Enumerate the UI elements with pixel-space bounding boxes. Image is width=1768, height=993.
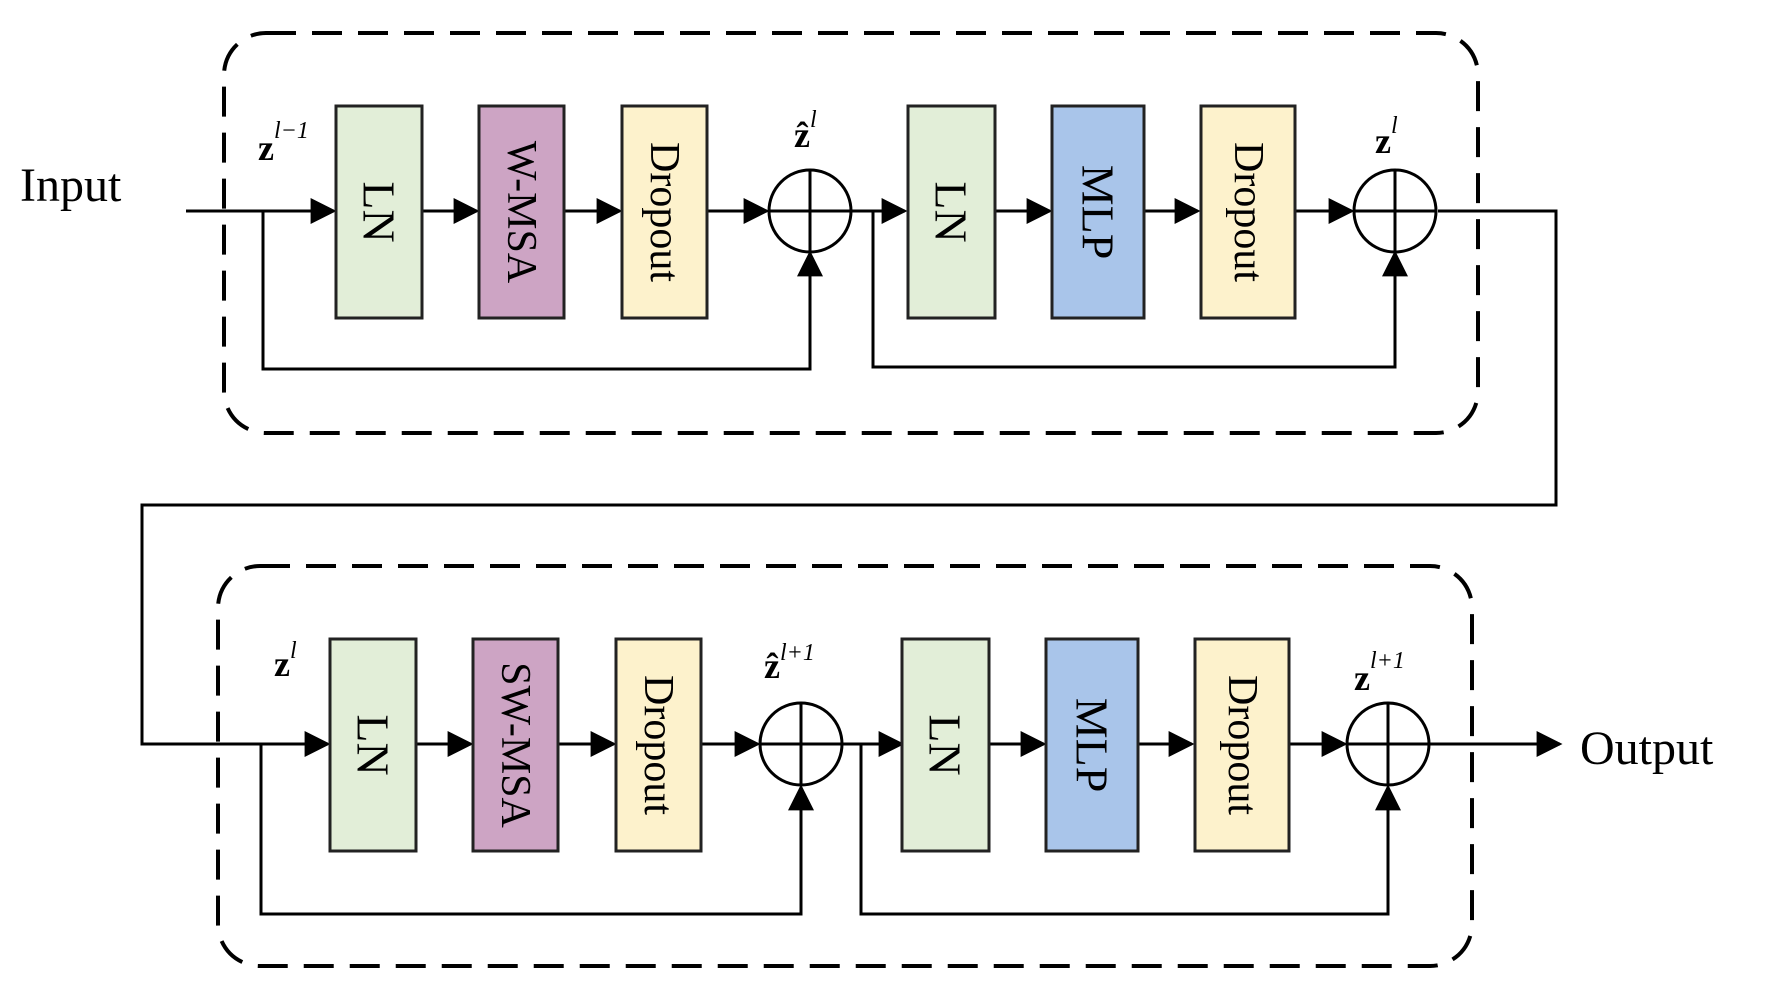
block-2-var-out: zl+1 <box>1354 648 1405 698</box>
block-1-module-ln-1: LN <box>334 104 424 320</box>
var-base: z <box>258 128 274 168</box>
block-1-module-dropout-1: Dropout <box>620 104 709 320</box>
block-2-module-ln-2: LN <box>900 637 991 853</box>
block-1-add-node-2 <box>1352 168 1438 254</box>
output-label: Output <box>1580 722 1714 775</box>
module-box <box>471 637 560 853</box>
module-box <box>614 637 703 853</box>
module-label: Dropout <box>635 675 681 815</box>
var-base: ẑ <box>764 646 780 686</box>
module-box <box>1193 637 1291 853</box>
block-1-outline <box>222 31 1480 435</box>
module-box <box>1199 104 1297 320</box>
var-sup: l <box>1391 113 1398 139</box>
block-2-var-mid: ẑl+1 <box>764 640 815 686</box>
module-box <box>477 104 566 320</box>
module-box <box>620 104 709 320</box>
var-base: z <box>1375 121 1391 161</box>
var-base: ẑ <box>794 115 810 155</box>
block-1-add-node-1 <box>767 168 853 254</box>
module-box <box>1050 104 1146 320</box>
module-box <box>334 104 424 320</box>
var-sup: l <box>290 638 297 664</box>
block-1-var-out: zl <box>1375 113 1398 161</box>
var-base: z <box>274 644 290 684</box>
block-2-module-mlp: MLP <box>1044 637 1140 853</box>
module-box <box>900 637 991 853</box>
module-label: Dropout <box>1225 142 1271 282</box>
module-label: LN <box>920 714 971 775</box>
module-label: LN <box>926 181 977 242</box>
block-2-module-ln-1: LN <box>328 637 418 853</box>
block-2-add-node-1 <box>758 701 844 787</box>
block-1-module-mlp: MLP <box>1050 104 1146 320</box>
block-2-module-dropout-2: Dropout <box>1193 637 1291 853</box>
block-1-wires <box>140 198 1558 746</box>
module-label: MLP <box>1073 165 1124 260</box>
var-sup: l+1 <box>1370 648 1405 674</box>
block-2-add-node-2 <box>1345 701 1431 787</box>
block-2-var-input: zl <box>274 638 297 684</box>
module-label: LN <box>354 181 405 242</box>
block-2-module-dropout-1: Dropout <box>614 637 703 853</box>
block-1-module-w-msa: W-MSA <box>477 104 566 320</box>
block-1-module-ln-2: LN <box>906 104 997 320</box>
module-box <box>328 637 418 853</box>
module-label: W-MSA <box>498 141 544 284</box>
var-sup: l <box>810 107 817 133</box>
module-label: Dropout <box>1219 675 1265 815</box>
block-1-var-mid: ẑl <box>794 107 817 155</box>
var-sup: l−1 <box>274 118 309 144</box>
var-base: z <box>1354 658 1370 698</box>
block-2-module-sw-msa: SW-MSA <box>471 637 560 853</box>
module-label: LN <box>348 714 399 775</box>
input-label: Input <box>20 159 122 212</box>
module-box <box>906 104 997 320</box>
block-2-wires <box>195 731 1563 916</box>
var-sup: l+1 <box>780 640 815 666</box>
module-label: Dropout <box>641 142 687 282</box>
module-label: SW-MSA <box>492 662 538 828</box>
block-2-outline <box>216 564 1474 968</box>
module-label: MLP <box>1067 698 1118 793</box>
module-box <box>1044 637 1140 853</box>
block-1-var-input: zl−1 <box>258 118 309 168</box>
block-1-module-dropout-2: Dropout <box>1199 104 1297 320</box>
